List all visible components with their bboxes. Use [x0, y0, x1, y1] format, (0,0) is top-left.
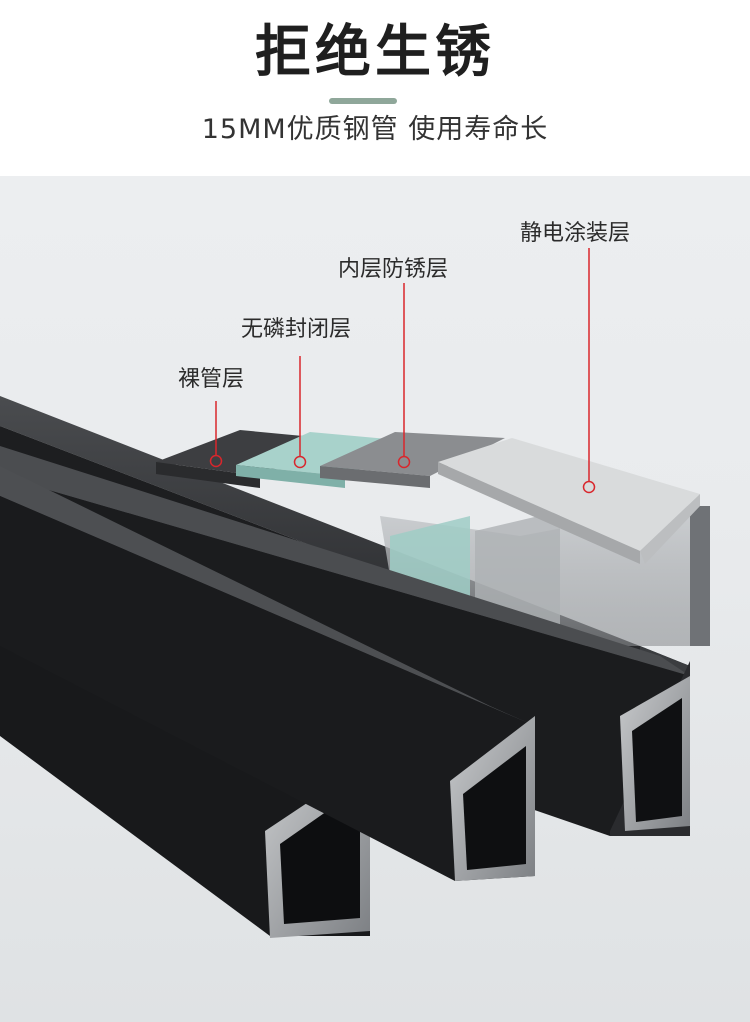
callout-electrostatic-coating: 静电涂装层	[520, 221, 631, 246]
pipe-front-middle	[0, 466, 535, 881]
callout-bare-pipe: 裸管层	[178, 367, 245, 392]
page-title: 拒绝生锈	[255, 20, 495, 85]
layer-electrostatic-plate	[438, 438, 700, 551]
page-subtitle: 15MM优质钢管 使用寿命长	[201, 114, 549, 145]
steel-pipes-illustration	[0, 248, 710, 938]
callout-inner-antirust: 内层防锈层	[338, 257, 449, 282]
header: 拒绝生锈 15MM优质钢管 使用寿命长	[0, 0, 750, 176]
callout-phosphate-free-seal: 无磷封闭层	[241, 317, 352, 342]
title-underline	[329, 98, 397, 104]
coating-layers	[156, 430, 700, 564]
product-illustration: 裸管层 无磷封闭层 内层防锈层 静电涂装层	[0, 176, 750, 1022]
callout-leaders	[209, 248, 596, 494]
layer-inner-antirust-plate	[320, 432, 505, 476]
